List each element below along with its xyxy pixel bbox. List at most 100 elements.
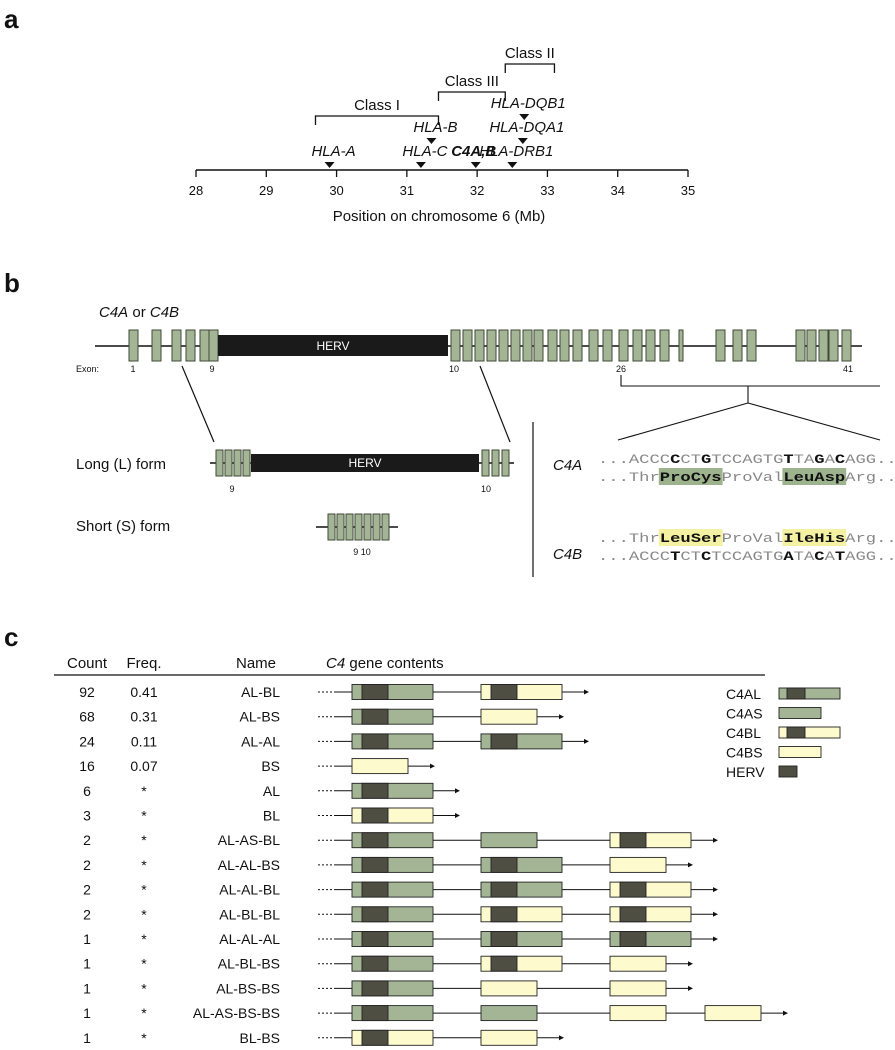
herv-insert bbox=[361, 906, 389, 923]
header-freq: Freq. bbox=[126, 655, 161, 672]
sequence-segment: C bbox=[835, 452, 846, 467]
arrow-head bbox=[559, 714, 564, 720]
herv-insert bbox=[361, 684, 389, 700]
exon-box bbox=[572, 329, 583, 362]
row-count: 2 bbox=[83, 832, 91, 848]
row-freq: * bbox=[141, 906, 147, 922]
header-contents-suffix: gene contents bbox=[345, 655, 443, 672]
row-count: 3 bbox=[83, 808, 91, 824]
exon-box bbox=[806, 329, 817, 362]
herv-insert bbox=[361, 1005, 389, 1022]
row-name: AL-BL-BL bbox=[219, 906, 280, 922]
arrow-head bbox=[584, 738, 589, 744]
arrow-head bbox=[559, 1035, 564, 1041]
row-name: AL-AL-BS bbox=[218, 857, 280, 873]
sequence-segment: IleHis bbox=[783, 531, 845, 546]
exon-number-41: 41 bbox=[843, 364, 853, 374]
title-or: or bbox=[128, 304, 150, 321]
sequence-segment: CT bbox=[680, 549, 701, 564]
sequence-segment: TCCAGTG bbox=[711, 549, 783, 564]
row-freq: * bbox=[141, 980, 147, 996]
long-exon-box bbox=[224, 449, 233, 477]
herv-insert bbox=[490, 906, 518, 923]
gene-bs-box bbox=[480, 708, 538, 725]
gene-label: HLA-DQA1 bbox=[489, 119, 564, 136]
herv-insert bbox=[490, 881, 518, 898]
row-name: BL-BS bbox=[240, 1030, 280, 1046]
table-row: 2*AL-AS-BL bbox=[83, 832, 718, 848]
herv-insert bbox=[619, 881, 647, 898]
herv-insert bbox=[490, 856, 518, 873]
legend-label: HERV bbox=[726, 764, 765, 780]
header-count: Count bbox=[67, 655, 108, 672]
short-exon-box bbox=[363, 513, 372, 541]
row-count: 92 bbox=[79, 684, 95, 700]
gene-arrow-marker bbox=[415, 162, 426, 168]
gene-label: HLA-B bbox=[413, 119, 457, 136]
herv-label: HERV bbox=[316, 339, 349, 353]
row-freq: * bbox=[141, 808, 147, 824]
legend-label: C4BL bbox=[726, 725, 761, 741]
herv-insert bbox=[361, 782, 389, 799]
sequence-segment: AGG bbox=[845, 549, 876, 564]
sequence-segment: ACCC bbox=[629, 452, 670, 467]
sequence-segment: ... bbox=[876, 549, 895, 564]
gene-as-box bbox=[480, 1005, 538, 1022]
arrow-head bbox=[783, 1010, 788, 1016]
sequence-segment: C bbox=[670, 452, 681, 467]
gene-arrow-marker bbox=[517, 138, 528, 144]
row-count: 1 bbox=[83, 931, 91, 947]
gene-bs-box bbox=[609, 1005, 667, 1022]
arrow-head bbox=[713, 887, 718, 893]
legend-herv-insert bbox=[786, 726, 806, 739]
row-name: AL-BL bbox=[241, 684, 280, 700]
exon-box bbox=[171, 329, 182, 362]
title-c4a: C4A bbox=[99, 304, 128, 321]
row-freq: 0.41 bbox=[130, 684, 157, 700]
row-count: 1 bbox=[83, 956, 91, 972]
panel-a-label: a bbox=[4, 4, 19, 34]
arrow-head bbox=[713, 911, 718, 917]
row-name: AL-AL-AL bbox=[219, 931, 280, 947]
long-form-herv bbox=[251, 454, 479, 472]
gene-label: HLA-A bbox=[311, 143, 355, 160]
exon-box bbox=[522, 329, 533, 362]
short-exon-box bbox=[372, 513, 381, 541]
arrow-head bbox=[713, 837, 718, 843]
exon-box bbox=[746, 329, 757, 362]
gene-arrow-marker bbox=[426, 138, 437, 144]
exon-box bbox=[185, 329, 196, 362]
class-bracket bbox=[314, 115, 440, 125]
sequence-segment: ... bbox=[598, 549, 629, 564]
sequence-segment: Arg bbox=[845, 470, 876, 485]
class-label: Class I bbox=[354, 97, 400, 114]
residue-highlight bbox=[658, 529, 723, 546]
row-count: 1 bbox=[83, 1005, 91, 1021]
row-name: AL bbox=[263, 783, 280, 799]
sequence-segment: C bbox=[814, 549, 825, 564]
row-freq: * bbox=[141, 783, 147, 799]
exon-box bbox=[510, 329, 521, 362]
legend-bl-swatch bbox=[778, 726, 841, 739]
exon-number-26: 26 bbox=[616, 364, 626, 374]
row-freq: * bbox=[141, 1005, 147, 1021]
residue-highlight bbox=[658, 468, 723, 485]
panel-b: b C4A or C4B HERV Exon: 1 9 10 26 41 Lon… bbox=[4, 268, 895, 577]
sequence-segment: Thr bbox=[629, 531, 660, 546]
herv-insert bbox=[361, 980, 389, 997]
row-freq: * bbox=[141, 857, 147, 873]
gene-exons bbox=[128, 329, 852, 362]
row-name: AL-AL-BL bbox=[219, 882, 280, 898]
gene-arrow-marker bbox=[507, 162, 518, 168]
row-count: 24 bbox=[79, 733, 95, 749]
table-row: 1*AL-BL-BS bbox=[83, 956, 693, 972]
gene-label: HLA-DQB1 bbox=[491, 95, 566, 112]
table-row: 2*AL-AL-BL bbox=[83, 882, 718, 898]
exon-box bbox=[841, 329, 852, 362]
axis-tick-label: 35 bbox=[681, 183, 695, 198]
sequence-segment: TCCAGTG bbox=[711, 452, 783, 467]
